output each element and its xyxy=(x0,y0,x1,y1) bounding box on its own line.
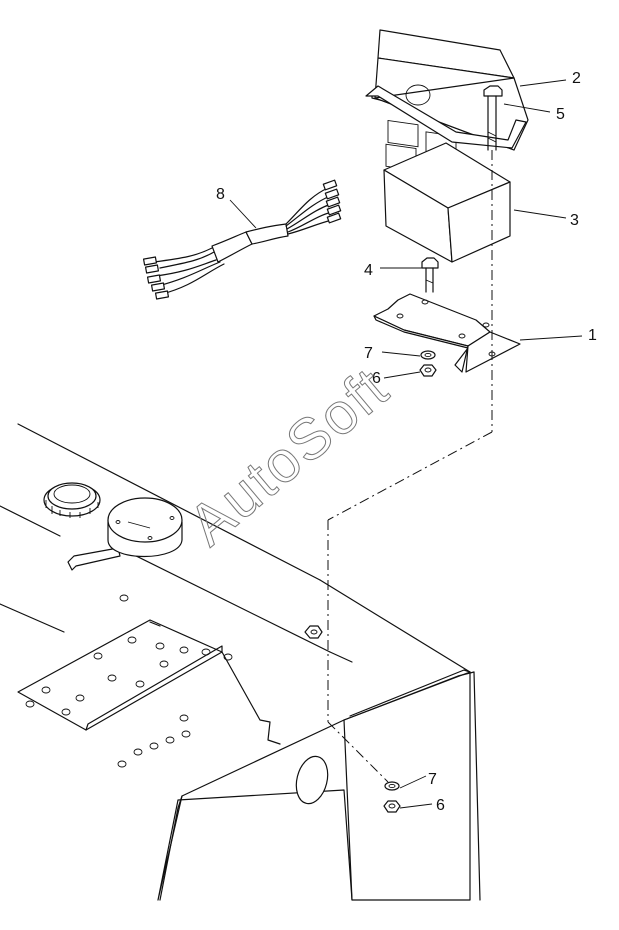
callout-4: 4 xyxy=(364,262,373,279)
part-4-bolt xyxy=(421,257,439,293)
part-7-washer-top xyxy=(420,350,436,360)
part-3-block xyxy=(383,142,511,263)
callout-3: 3 xyxy=(570,212,579,229)
callout-1: 1 xyxy=(588,327,597,344)
callout-2: 2 xyxy=(572,70,581,87)
assembly-centerline xyxy=(327,150,493,783)
callout-6-bottom: 6 xyxy=(436,797,445,814)
callouts: 2 5 3 4 1 7 6 8 7 6 xyxy=(216,70,597,814)
part-8-harness xyxy=(142,179,342,300)
part-7-washer-bottom xyxy=(384,781,400,791)
part-6-nut-top xyxy=(419,364,437,377)
watermark: AutoSoft xyxy=(177,355,401,558)
callout-8: 8 xyxy=(216,186,225,203)
leader-lines xyxy=(229,79,583,809)
machine-frame xyxy=(0,423,481,901)
callout-6-top: 6 xyxy=(372,370,381,387)
callout-7-top: 7 xyxy=(364,345,373,362)
part-5-bolt xyxy=(483,85,503,151)
callout-7-bottom: 7 xyxy=(428,771,437,788)
part-1-bracket xyxy=(373,293,521,373)
part-6-nut-bottom xyxy=(383,800,401,813)
callout-5: 5 xyxy=(556,106,565,123)
round-gauge xyxy=(107,497,183,557)
fuel-cap xyxy=(43,482,101,518)
